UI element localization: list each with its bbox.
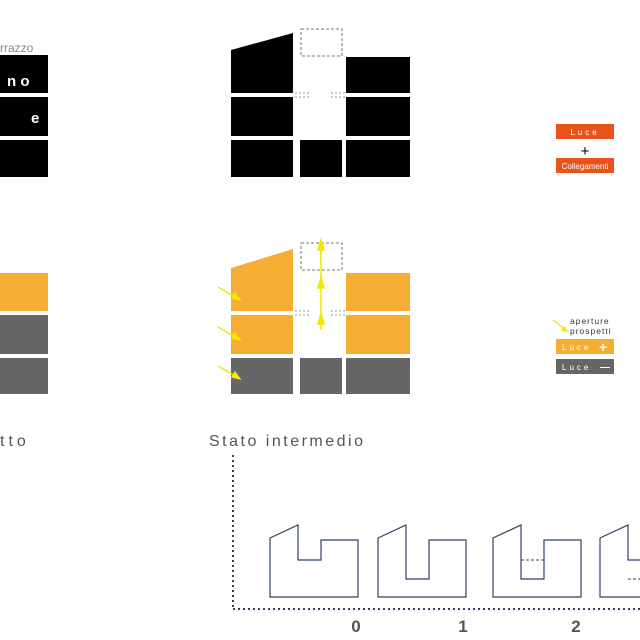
silhouette-stage-3	[599, 524, 640, 561]
timeline-tick-1: 1	[458, 617, 467, 636]
mid-left-tower-mid	[231, 315, 293, 354]
top-left-tower-mid	[231, 97, 293, 136]
top-right-tower-mid	[346, 97, 410, 136]
legend-luce-box	[556, 124, 614, 139]
arrow-head-up-top	[316, 237, 326, 251]
top-right-tower-bottom	[346, 140, 410, 177]
mid-left-gray-2	[0, 358, 48, 394]
legend-mid: aperture prospetti Luce + Luce —	[552, 316, 614, 374]
mid-center-bottom	[300, 358, 342, 394]
legend-luce-plus-text: Luce	[562, 343, 591, 352]
mid-left-block	[0, 273, 48, 394]
legend-luce-minus-text: Luce	[562, 363, 591, 372]
facade-arrow-3-head	[230, 370, 242, 381]
legend-collegamenti-text: Collegamenti	[562, 162, 609, 171]
legend-luce-text: Luce	[570, 128, 599, 137]
mid-left-gray-1	[0, 315, 48, 354]
top-left-row-1	[0, 55, 48, 93]
top-right-tower-top	[346, 57, 410, 93]
mid-right-tower-top	[346, 273, 410, 311]
top-sloped-roof-block	[231, 33, 293, 93]
label-terrazzo: rrazzo	[0, 41, 34, 55]
legend-plus-icon: +	[599, 339, 607, 355]
silhouette-stage-3-base	[599, 538, 640, 598]
caption-left: tto	[0, 433, 30, 450]
facade-light-arrows	[217, 286, 242, 381]
mid-sloped-roof-block	[231, 249, 293, 311]
facade-arrow-1-head	[230, 291, 242, 302]
silhouette-stage-0	[269, 524, 359, 598]
facade-arrow-2-head	[230, 331, 242, 342]
letters-row-2: e	[31, 110, 39, 127]
mid-center-building	[217, 237, 410, 394]
legend-aperture-line2: prospetti	[570, 326, 612, 336]
legend-aperture-arrow-head	[561, 326, 569, 332]
mid-right-tower-mid	[346, 315, 410, 354]
silhouette-stage-1	[377, 524, 467, 598]
legend-top: Luce + Collegamenti	[556, 124, 614, 173]
top-center-bottom	[300, 140, 342, 177]
timeline-tick-2: 2	[571, 617, 580, 636]
top-left-row-2	[0, 97, 48, 136]
arrow-head-up-low	[316, 311, 326, 325]
legend-luce-plus-box	[556, 339, 614, 354]
caption-intermediate: Stato intermedio	[209, 433, 366, 450]
letters-row-1: n o	[7, 73, 30, 90]
timeline: 0 1 2	[232, 455, 640, 636]
timeline-tick-0: 0	[351, 617, 360, 636]
legend-plus-sign: +	[581, 143, 590, 160]
legend-minus-icon: —	[600, 362, 610, 373]
mid-right-tower-bottom	[346, 358, 410, 394]
mid-left-tower-bottom	[231, 358, 293, 394]
top-center-building	[231, 28, 410, 177]
legend-collegamenti-box	[556, 158, 614, 173]
arrow-head-up-mid	[316, 275, 326, 289]
top-left-tower-bottom	[231, 140, 293, 177]
mid-left-orange	[0, 273, 48, 311]
top-left-row-3	[0, 140, 48, 177]
vertical-light-arrows	[316, 237, 326, 330]
top-left-block: rrazzo n o e	[0, 41, 48, 177]
silhouette-stage-2	[492, 524, 582, 598]
legend-aperture-line1: aperture	[570, 316, 610, 326]
top-dashed-void	[300, 28, 343, 57]
legend-luce-minus-box	[556, 359, 614, 374]
